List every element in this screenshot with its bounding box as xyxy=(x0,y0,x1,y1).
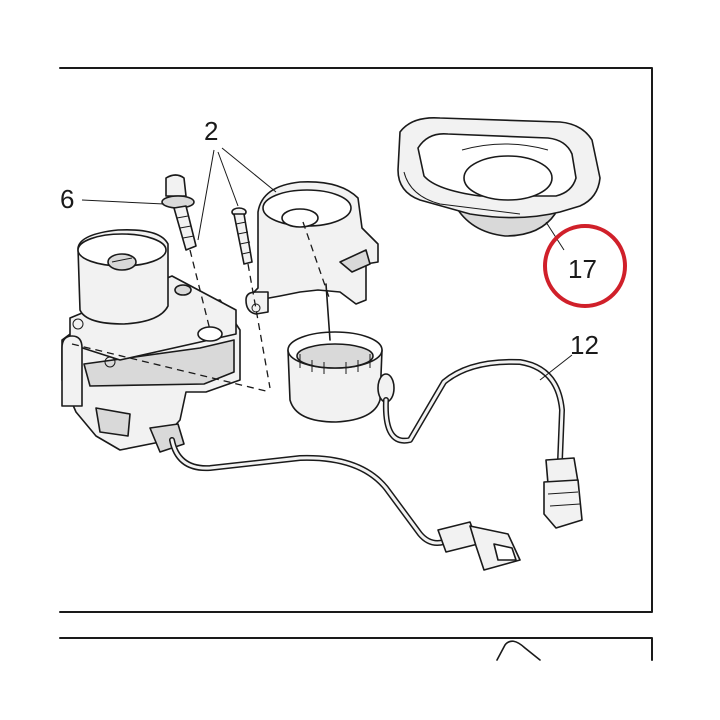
callout-12: 12 xyxy=(570,330,599,360)
callout-6: 6 xyxy=(60,184,74,214)
diagram-frame xyxy=(59,67,653,661)
callout-17: 17 xyxy=(568,254,597,284)
callout-2: 2 xyxy=(204,116,218,146)
leader-lines xyxy=(81,147,573,381)
wiring-harness-part-12 xyxy=(382,358,583,529)
seal-ring-part-17 xyxy=(397,116,601,237)
motor-cover-shell xyxy=(245,181,379,315)
assembly-lines xyxy=(71,221,331,393)
long-screw xyxy=(231,207,253,265)
highlight-circle xyxy=(543,224,627,308)
motor-housing xyxy=(61,228,241,453)
cylinder-cup xyxy=(287,331,395,423)
bolt-part-6 xyxy=(161,174,197,251)
wiring-harness-housing xyxy=(169,437,521,571)
